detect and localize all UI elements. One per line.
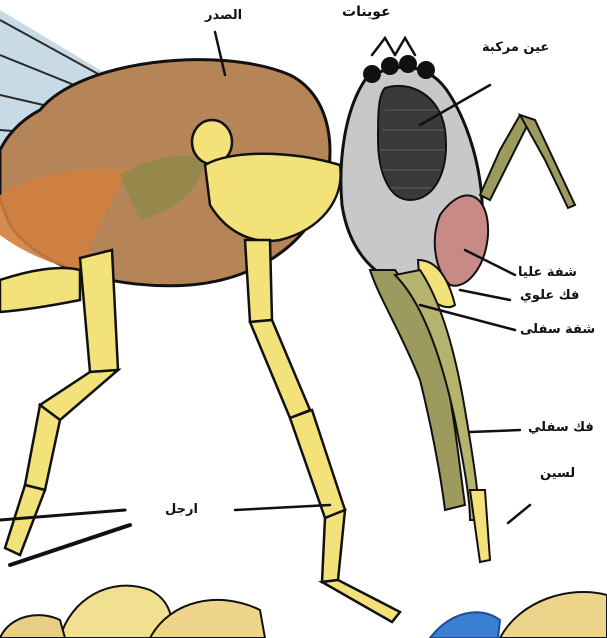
label-compound-eye: عين مركبة — [482, 40, 549, 55]
label-ocelli: عوينات — [342, 4, 391, 20]
label-labium: شفة سفلى — [520, 322, 595, 337]
background-shapes — [0, 586, 607, 638]
label-labrum: شفة عليا — [518, 265, 577, 280]
antenna — [480, 115, 575, 208]
label-legs: ارجل — [165, 502, 198, 517]
label-maxilla: فك سفلي — [528, 420, 594, 435]
mouthparts — [370, 260, 490, 562]
label-mandible: فك علوي — [520, 288, 579, 303]
label-tongue: لسين — [540, 466, 575, 481]
label-thorax: الصدر — [205, 8, 242, 23]
